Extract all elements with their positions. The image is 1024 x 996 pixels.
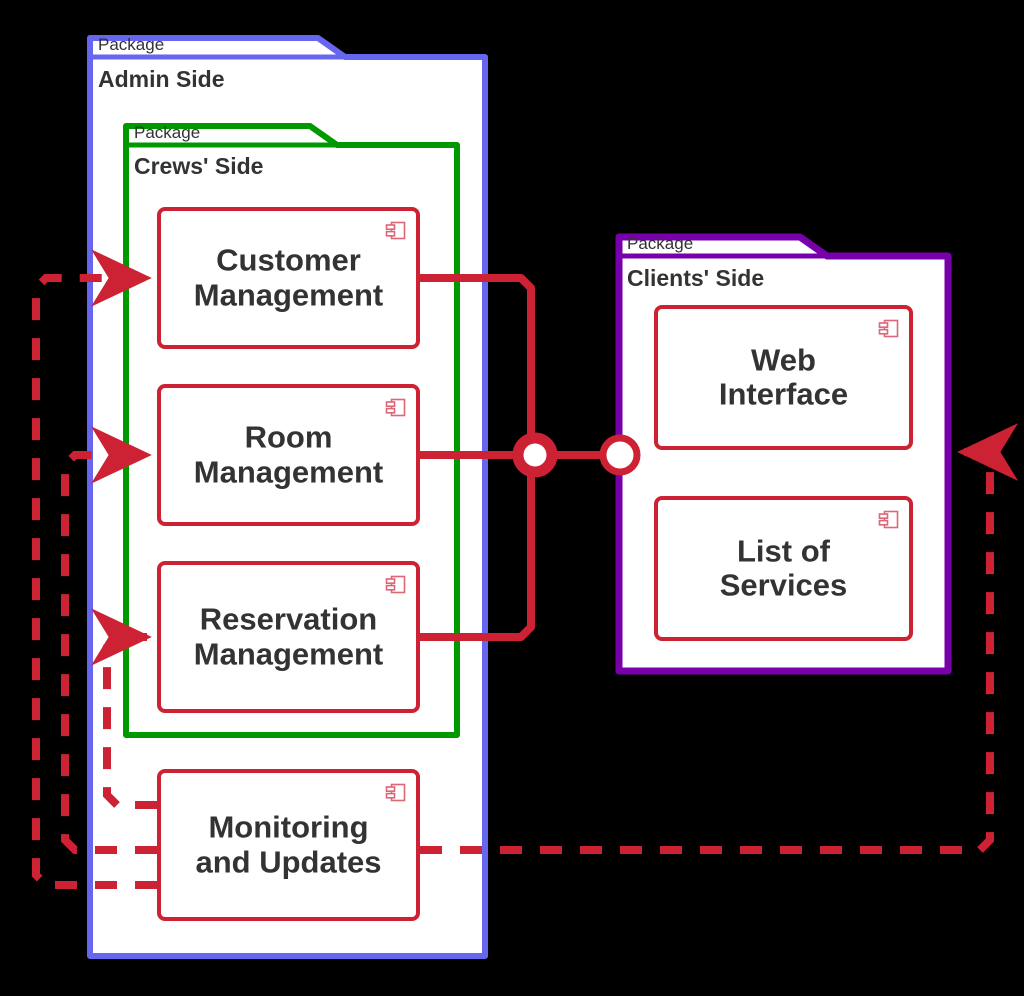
component-icon: [385, 398, 406, 417]
package-title-admin-side: Admin Side: [98, 66, 225, 92]
provided-interface-ball: [512, 432, 558, 478]
component-icon: [878, 319, 899, 338]
component-customer-management[interactable]: Customer Management: [157, 207, 420, 349]
component-label-monitoring-and-updates: Monitoring and Updates: [195, 809, 382, 879]
connector-lead-reservation-management: [416, 466, 535, 641]
package-stereotype-crews-side: Package: [134, 123, 201, 142]
component-monitoring-and-updates[interactable]: Monitoring and Updates: [157, 769, 420, 921]
dependency-monitoring-to-customer-management: [32, 249, 157, 889]
component-icon: [385, 783, 406, 802]
component-icon: [385, 221, 406, 240]
component-icon: [878, 510, 899, 529]
required-interface-socket: [599, 434, 641, 476]
component-web-interface[interactable]: Web Interface: [654, 305, 913, 450]
component-label-web-interface: Web Interface: [718, 341, 849, 412]
dependency-edges: [32, 249, 1019, 889]
component-reservation-management[interactable]: Reservation Management: [157, 561, 420, 713]
connector-lead-customer-management: [416, 274, 535, 444]
component-room-management[interactable]: Room Management: [157, 384, 420, 526]
component-label-list-of-services: List of Services: [719, 532, 848, 603]
component-list-of-services[interactable]: List of Services: [654, 496, 913, 641]
component-icon: [385, 575, 406, 594]
component-label-customer-management: Customer Management: [193, 242, 384, 312]
component-label-room-management: Room Management: [193, 419, 384, 489]
package-title-crews-side: Crews' Side: [134, 153, 264, 179]
package-stereotype-clients-side: Package: [627, 234, 694, 253]
dependency-monitoring-to-clients-side: [420, 423, 1019, 854]
package-title-clients-side: Clients' Side: [627, 265, 765, 291]
component-label-reservation-management: Reservation Management: [193, 601, 384, 671]
dependency-monitoring-to-room-management: [61, 426, 157, 854]
dependency-monitoring-to-reservation-management: [90, 608, 157, 809]
package-stereotype-admin-side: Package: [98, 35, 165, 54]
assembly-connector: [416, 274, 641, 641]
